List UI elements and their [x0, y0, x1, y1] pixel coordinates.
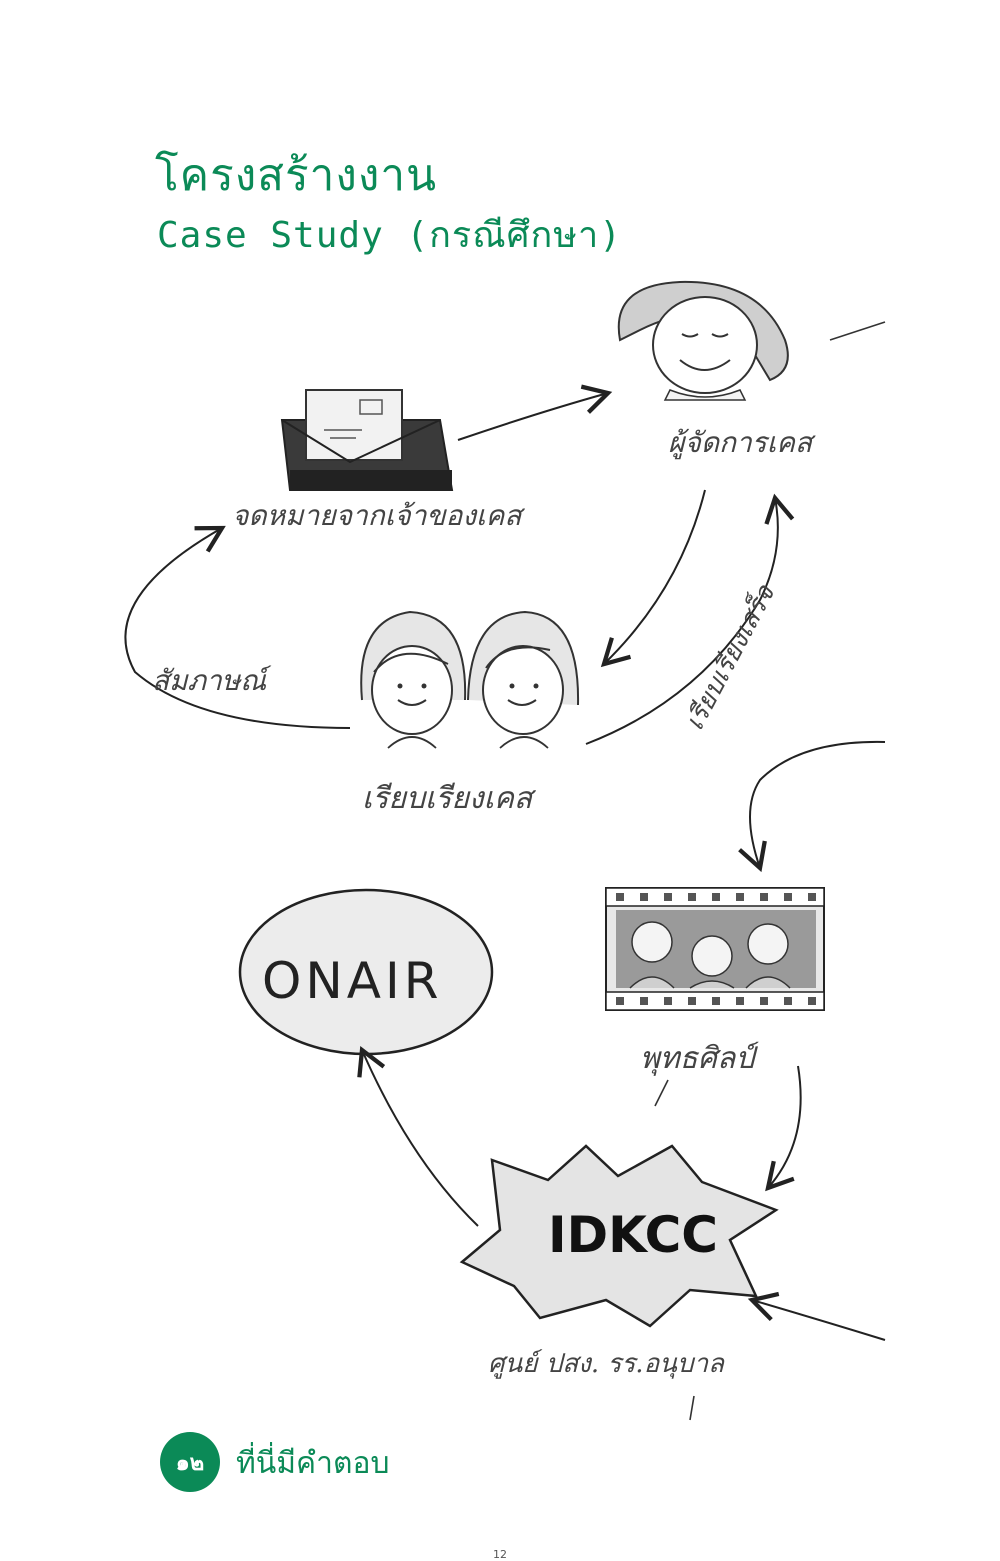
- interview-label: สัมภาษณ์: [152, 664, 272, 697]
- idkcc-caption: ศูนย์ ปสง. รร.อนุบาล: [488, 1349, 725, 1379]
- page-number: 12: [493, 1548, 507, 1561]
- film-strip-icon: [605, 887, 825, 1011]
- compiled-done-label: เรียบเรียงเสร็จ: [678, 578, 782, 735]
- letter-label: จดหมายจากเจ้าของเคส: [232, 499, 525, 532]
- writers-icon: [360, 610, 580, 749]
- page-badge: ๑๒: [160, 1432, 220, 1492]
- envelope-icon: [280, 389, 454, 491]
- case-manager-icon: [617, 280, 789, 401]
- idkcc-label: IDKCC: [548, 1206, 718, 1264]
- page-title: โครงสร้างงาน: [155, 150, 438, 201]
- footer-title: ที่นี่มีคำตอบ: [236, 1446, 390, 1481]
- compile-case-label: เรียบเรียงเคส: [362, 781, 537, 816]
- case-manager-label: ผู้จัดการเคส: [668, 426, 816, 460]
- film-label: พุทธศิลป์: [640, 1041, 759, 1076]
- page-subtitle: Case Study (กรณีศึกษา): [157, 215, 622, 256]
- onair-label: ONAIR: [262, 952, 442, 1010]
